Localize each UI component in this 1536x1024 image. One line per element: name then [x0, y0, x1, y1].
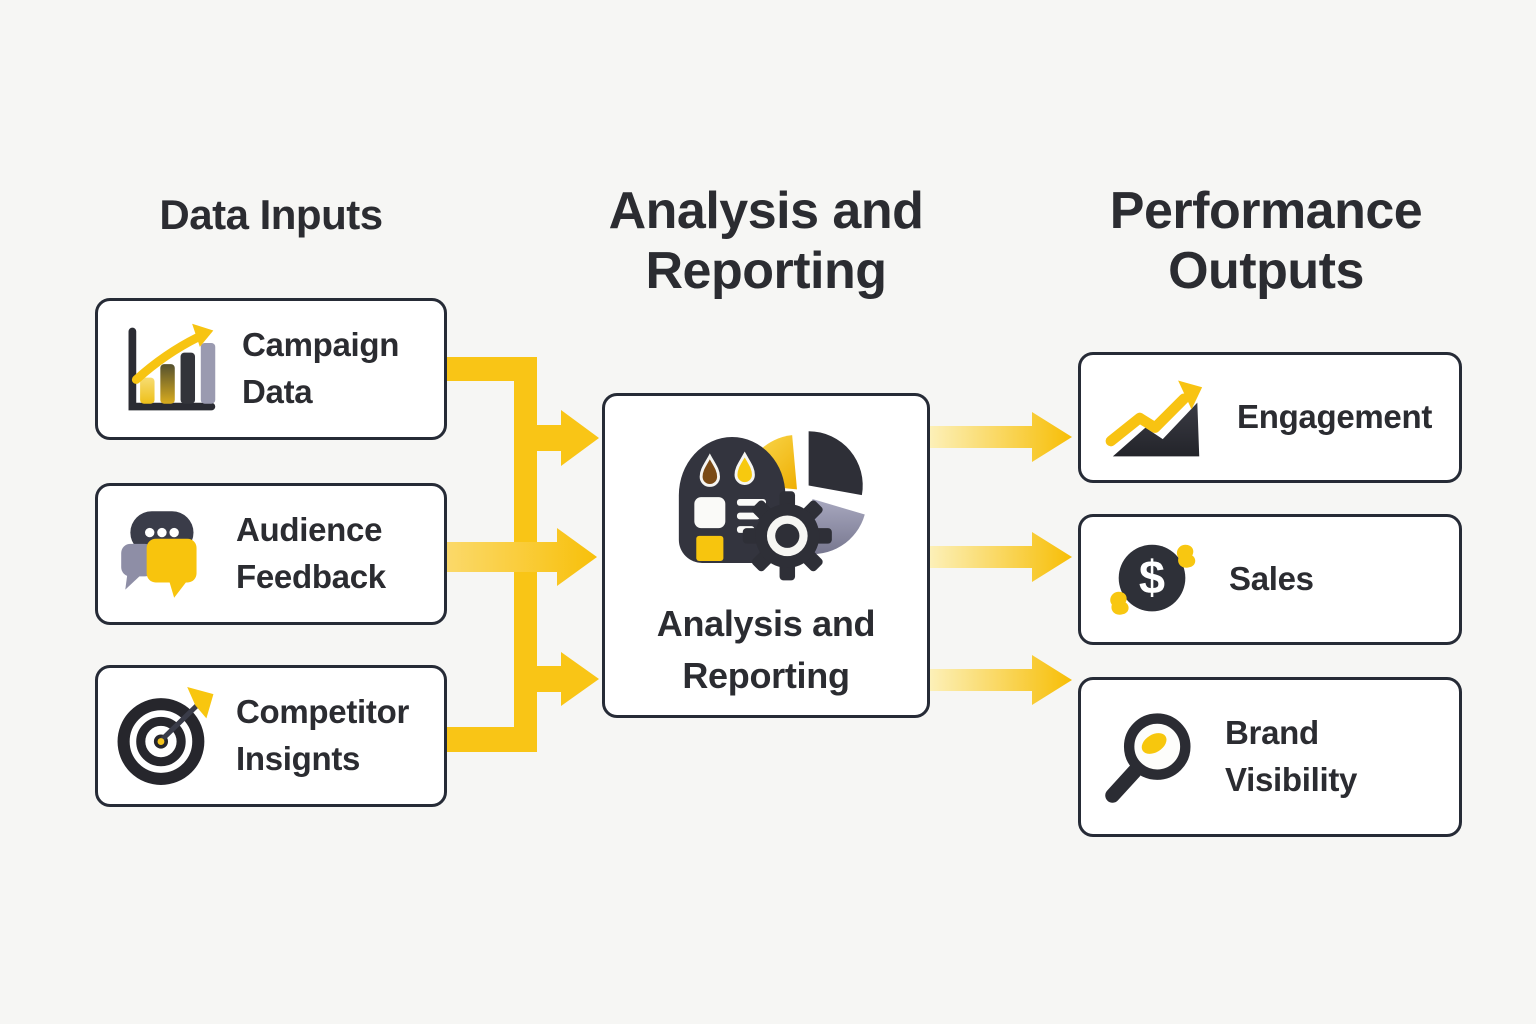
input-node-competitor-insights: Competitor Insignts: [95, 665, 447, 807]
node-label: Campaign Data: [242, 326, 400, 410]
target-dart-icon: [110, 683, 222, 789]
process-to-sales-arrow: [930, 532, 1072, 582]
process-node-analysis-reporting: Analysis and Reporting: [602, 393, 930, 718]
data-inputs-header: Data Inputs: [159, 191, 383, 238]
calculator-pie-gear-icon: [640, 408, 892, 592]
dollar-coin-icon: $: [1099, 531, 1207, 629]
node-label: Audience Feedback: [236, 511, 386, 595]
output-node-brand-visibility: Brand Visibility: [1078, 677, 1462, 837]
input-node-campaign-data: Campaign Data: [95, 298, 447, 440]
node-label: Engagement: [1237, 398, 1433, 436]
magnifying-glass-icon: [1099, 705, 1203, 809]
chat-bubbles-icon: [110, 503, 222, 605]
process-to-engagement-arrow: [930, 412, 1072, 462]
trend-up-chart-icon: [1099, 370, 1215, 466]
node-label: Brand Visibility: [1225, 714, 1358, 798]
analysis-reporting-header: Analysis and Reporting: [608, 182, 924, 301]
process-to-brand-arrow: [930, 655, 1072, 705]
output-node-sales: $ Sales: [1078, 514, 1462, 645]
bar-chart-growth-icon: [110, 316, 228, 422]
svg-text:$: $: [1139, 550, 1165, 603]
performance-outputs-header: Performance Outputs: [1109, 182, 1423, 301]
input-node-audience-feedback: Audience Feedback: [95, 483, 447, 625]
output-node-engagement: Engagement: [1078, 352, 1462, 483]
audience-to-process-arrow: [447, 528, 597, 586]
node-label: Analysis and Reporting: [656, 603, 876, 696]
node-label: Competitor Insignts: [236, 693, 409, 777]
node-label: Sales: [1229, 560, 1314, 598]
